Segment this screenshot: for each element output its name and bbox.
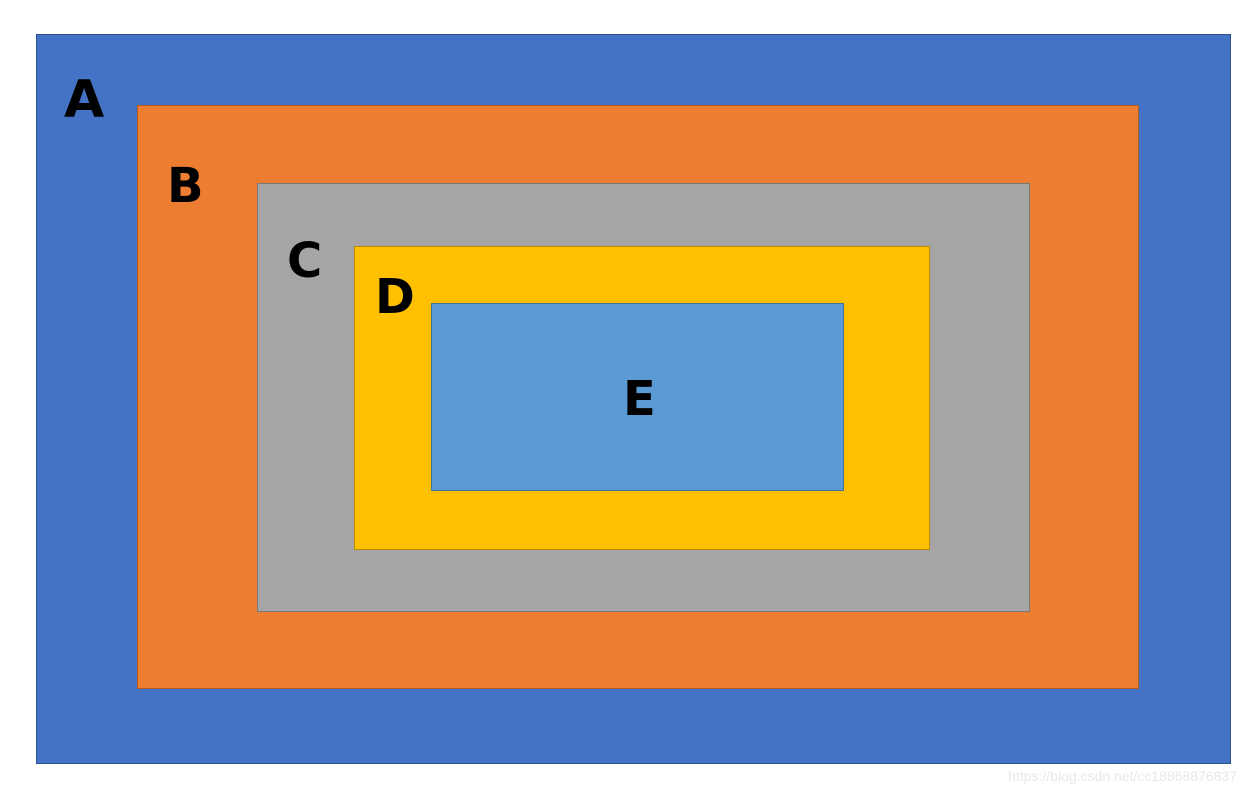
label-b: B [167, 158, 204, 214]
label-c: C [287, 233, 323, 289]
watermark-text: https://blog.csdn.net/cc18868876837 [1008, 768, 1237, 784]
label-d: D [375, 269, 415, 325]
box-e [431, 303, 844, 491]
label-a: A [64, 70, 105, 130]
label-e: E [623, 371, 656, 427]
